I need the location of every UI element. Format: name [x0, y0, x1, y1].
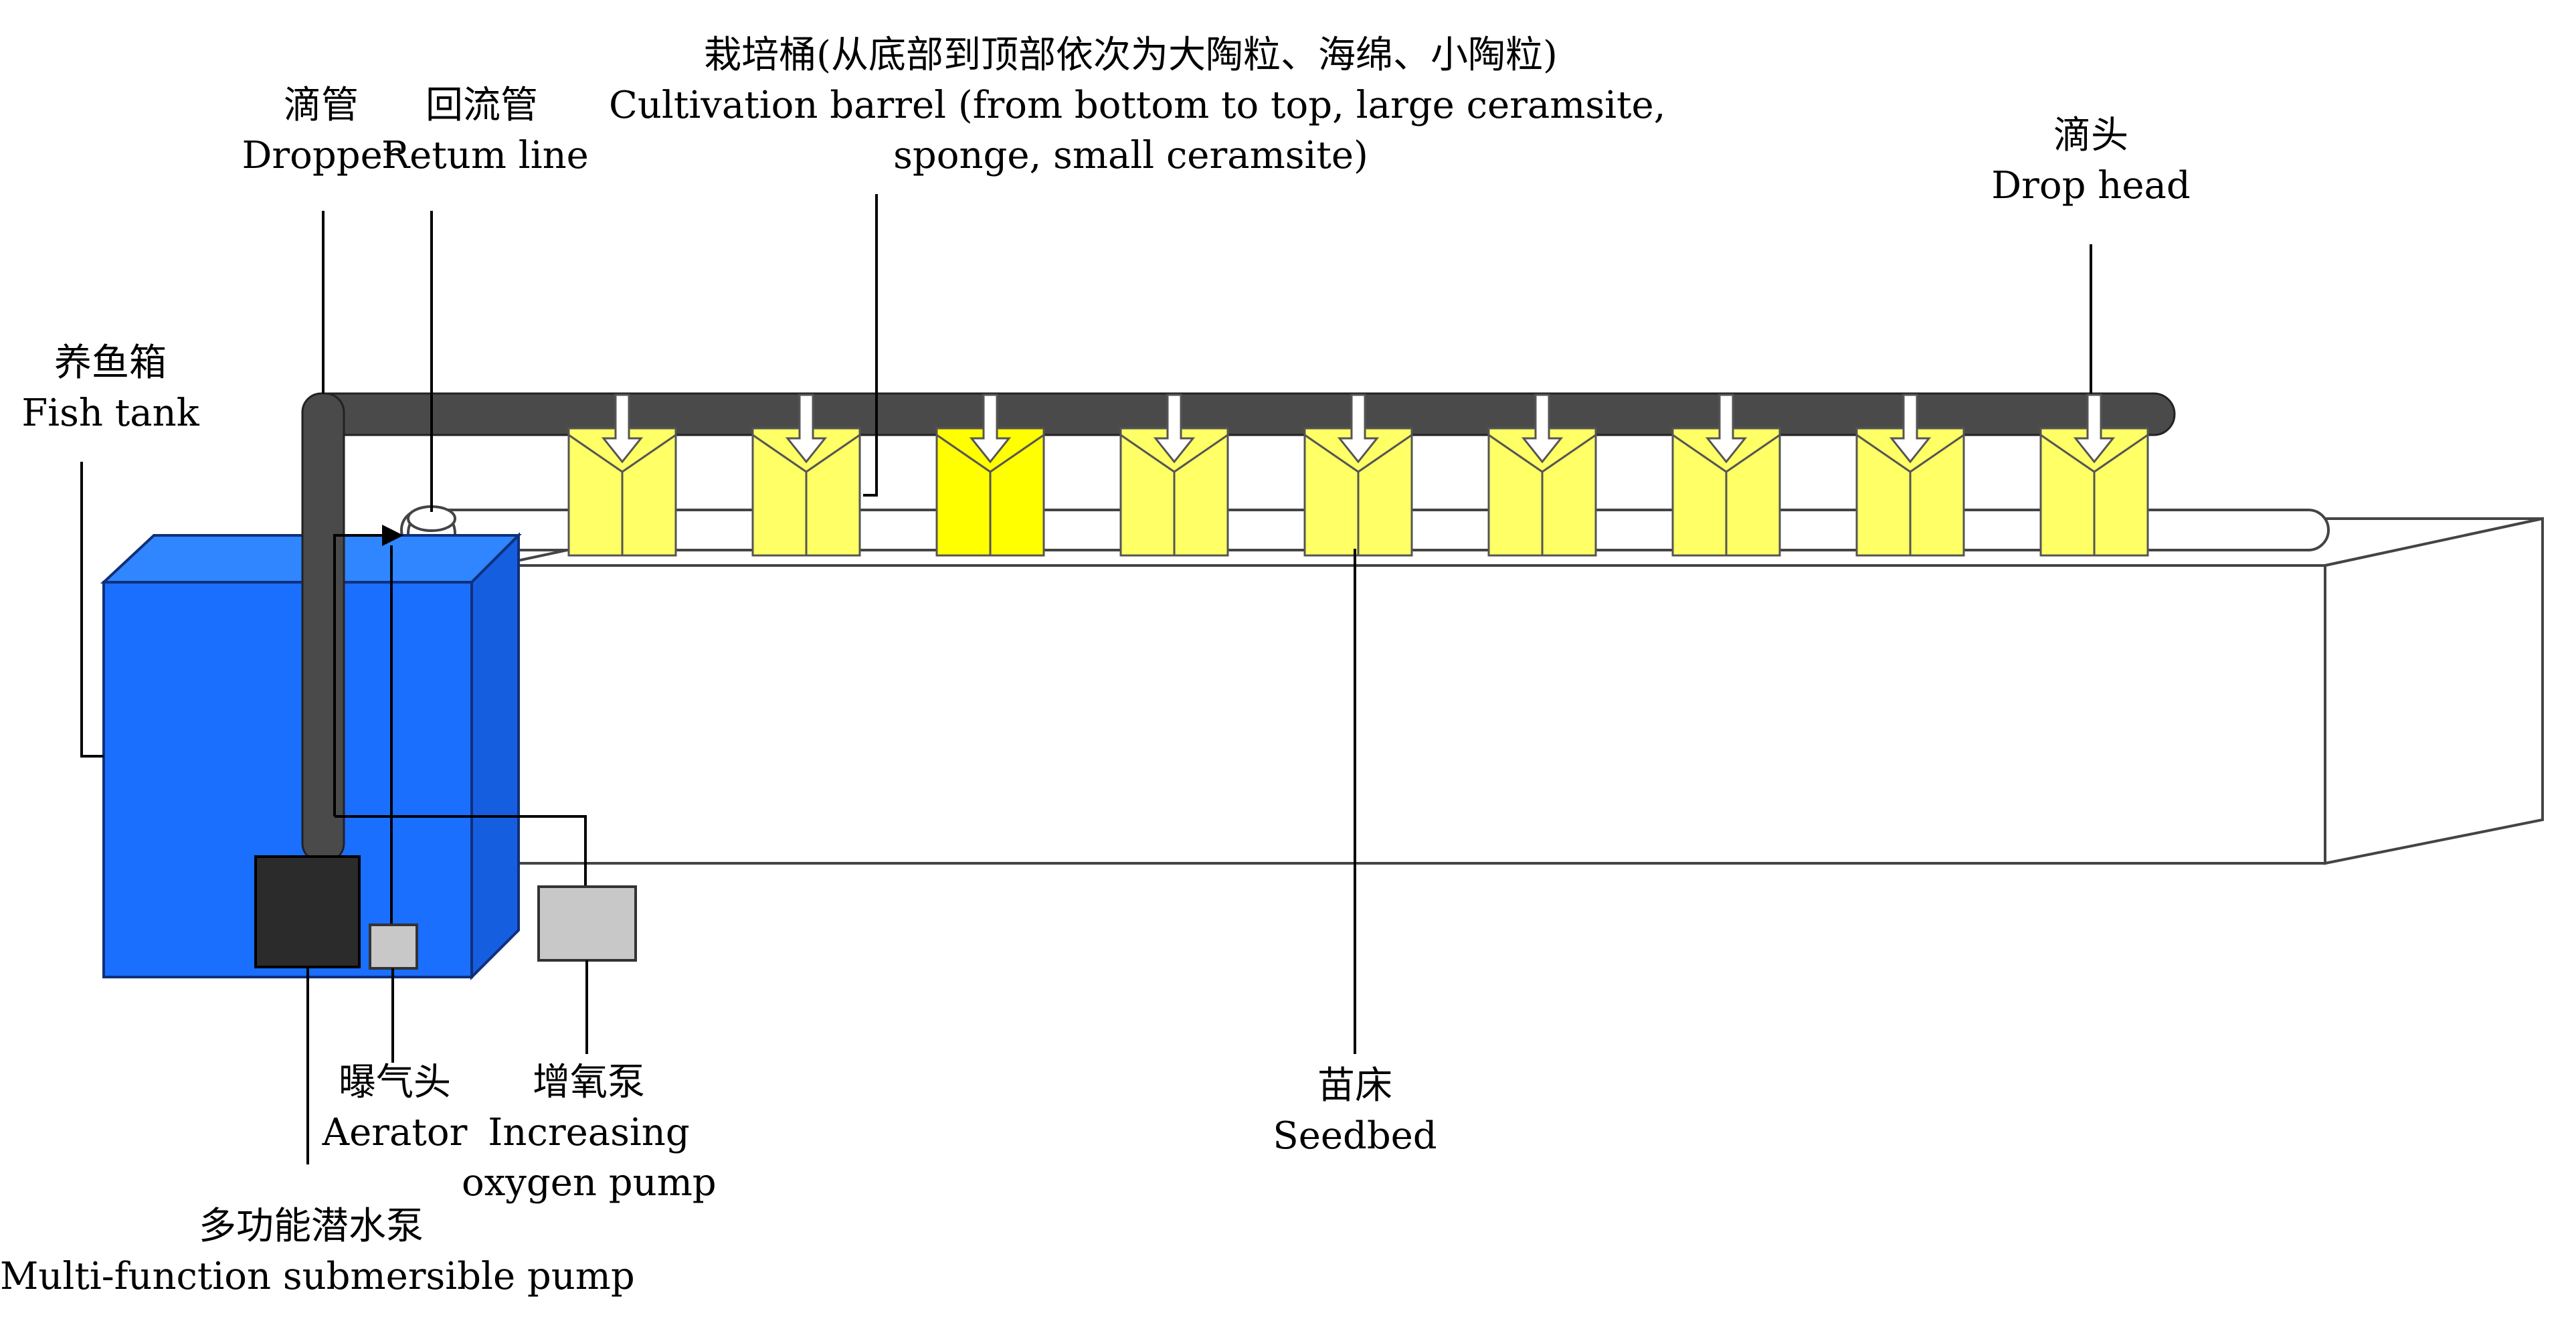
- leader-lines: [80, 194, 2092, 1164]
- cultivation-barrel: [935, 393, 1045, 557]
- oxygen-pump-zh: 增氧泵: [533, 1061, 645, 1104]
- cultivation-barrel: [1303, 393, 1413, 557]
- drop-head-en: Drop head: [1991, 164, 2191, 207]
- cultivation-barrel: [1855, 393, 1965, 557]
- drop-head-arrow: [1337, 393, 1380, 464]
- seedbed-front: [494, 564, 2326, 865]
- aerator-zh: 曝气头: [339, 1061, 451, 1104]
- cultivation-barrel: [2039, 393, 2149, 557]
- leader-cultivation-barrel: [863, 194, 878, 497]
- hoses: [333, 525, 587, 924]
- seedbed-en: Seedbed: [1273, 1114, 1437, 1158]
- oxygen-pump-en2: oxygen pump: [462, 1161, 717, 1205]
- cultivation-barrel: [1119, 393, 1229, 557]
- seedbed-zh: 苗床: [1317, 1064, 1392, 1108]
- oxygen-pump-device: [537, 885, 637, 962]
- cultivation-barrel-zh: 栽培桶(从底部到顶部依次为大陶粒、海绵、小陶粒): [704, 33, 1558, 77]
- drop-head-arrow: [1153, 393, 1196, 464]
- dropper-en: Dropper: [242, 134, 401, 177]
- cultivation-barrel: [1487, 393, 1597, 557]
- cultivation-barrel-en2: sponge, small ceramsite): [893, 134, 1368, 177]
- label-fish-tank: 养鱼箱 Fish tank: [13, 338, 207, 438]
- return-line-en: Retum line: [381, 134, 589, 177]
- drop-head-arrow: [2073, 393, 2116, 464]
- cultivation-barrel-en1: Cultivation barrel (from bottom to top, …: [609, 84, 1666, 127]
- leader-fish-tank: [80, 462, 104, 758]
- drop-head-arrow: [969, 393, 1012, 464]
- fish-tank-en: Fish tank: [21, 391, 199, 435]
- drop-head-arrow: [1705, 393, 1748, 464]
- drip-pipe: [301, 392, 2176, 863]
- aerator-device: [369, 924, 418, 970]
- drop-head-zh: 滴头: [2053, 114, 2128, 157]
- cultivation-barrels: [567, 393, 2149, 557]
- label-oxygen-pump: 增氧泵 Increasing oxygen pump: [462, 1057, 717, 1208]
- cultivation-barrel: [567, 393, 677, 557]
- label-dropper: 滴管 Dropper: [211, 80, 432, 181]
- submersible-pump: [254, 855, 361, 968]
- aerator-en: Aerator: [322, 1111, 468, 1154]
- oxygen-pump-en1: Increasing: [488, 1111, 690, 1154]
- dropper-riser: [301, 392, 345, 863]
- label-cultivation-barrel: 栽培桶(从底部到顶部依次为大陶粒、海绵、小陶粒) Cultivation bar…: [609, 30, 1666, 181]
- dropper-zh: 滴管: [284, 84, 359, 127]
- cultivation-barrel: [1671, 393, 1781, 557]
- label-drop-head: 滴头 Drop head: [1964, 110, 2218, 211]
- cultivation-barrel: [751, 393, 861, 557]
- seedbed-side: [2324, 517, 2544, 865]
- drop-head-arrow: [601, 393, 644, 464]
- drop-head-arrow: [785, 393, 828, 464]
- pump-zh: 多功能潜水泵: [199, 1205, 424, 1248]
- fish-tank-zh: 养鱼箱: [54, 341, 167, 385]
- seedbed: [494, 517, 2544, 865]
- label-pump: 多功能潜水泵 Multi-function submersible pump: [0, 1201, 635, 1302]
- label-aerator: 曝气头 Aerator: [281, 1057, 509, 1158]
- label-return-line: 回流管 Retum line: [381, 80, 589, 181]
- return-line-zh: 回流管: [426, 84, 538, 127]
- fish-tank-side: [470, 532, 520, 980]
- pump-en: Multi-function submersible pump: [0, 1255, 635, 1298]
- drop-head-arrow: [1889, 393, 1932, 464]
- label-seedbed: 苗床 Seedbed: [1238, 1061, 1472, 1161]
- drop-head-arrow: [1521, 393, 1564, 464]
